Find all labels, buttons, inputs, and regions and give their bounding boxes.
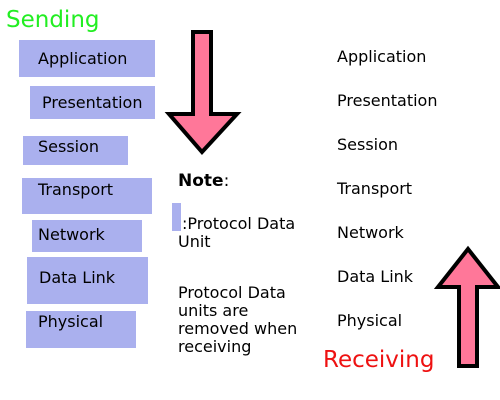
note-body: Protocol Data units are removed when rec… [178,283,298,356]
pdu-box-application: Application [19,40,155,77]
pdu-box-session: Session [23,136,128,165]
pdu-box-presentation: Presentation [30,86,155,119]
note-heading: Note: [178,171,229,191]
sending-label: Sending [6,7,100,33]
sending-layer-data-link: Data Link [39,268,116,287]
receiving-layer-transport: Transport [337,179,413,198]
sending-layer-network: Network [38,225,105,244]
sending-layer-physical: Physical [38,312,104,331]
pdu-legend-text: :Protocol Data Unit [178,214,296,251]
receiving-layer-data-link: Data Link [337,267,414,286]
pdu-box-data-link: Data Link [27,257,148,304]
note-title: Note [178,171,224,191]
sending-layer-application: Application [38,49,128,68]
sending-layer-session: Session [38,137,100,156]
receiving-layer-application: Application [337,47,427,66]
receiving-layer-session: Session [337,135,399,154]
sending-layer-presentation: Presentation [42,93,143,112]
down-arrow-icon [164,30,242,155]
pdu-box-transport: Transport [22,178,152,214]
pdu-box-network: Network [32,220,142,252]
up-arrow-icon [433,245,500,368]
receiving-layer-network: Network [337,223,404,242]
note-title-colon: : [223,171,230,191]
receiving-layer-presentation: Presentation [337,91,438,110]
sending-layer-transport: Transport [38,180,114,199]
pdu-legend-swatch [172,203,181,231]
pdu-box-physical: Physical [26,311,136,348]
receiving-label: Receiving [323,347,435,373]
receiving-layer-physical: Physical [337,311,403,330]
